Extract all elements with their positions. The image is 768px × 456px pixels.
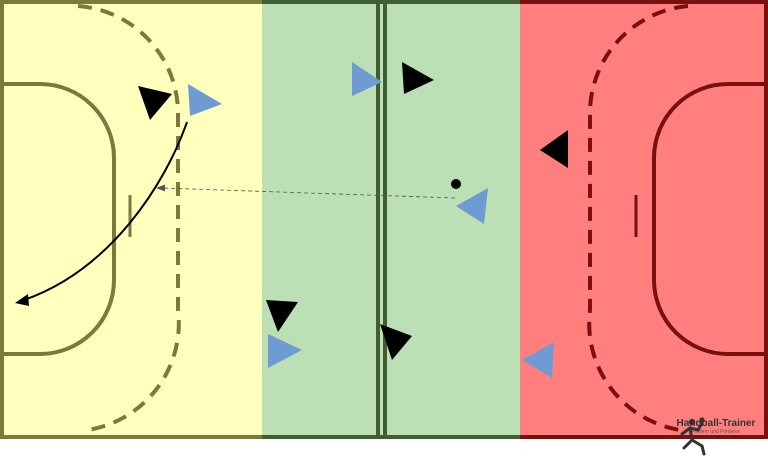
run-path [23, 121, 188, 301]
blue-player-1 [188, 84, 222, 116]
logo-title: Handball-Trainer [676, 418, 756, 429]
black-player-2 [402, 62, 434, 94]
midfield-lines [262, 0, 520, 439]
black-team [138, 62, 568, 360]
blue-player-3 [456, 188, 488, 224]
handball-trainer-logo: Handball-Trainer Fördern und Förderen [670, 416, 762, 456]
run-arrowhead [15, 294, 29, 306]
black-player-5 [380, 324, 412, 360]
left-free-throw-line [77, 4, 181, 432]
right-court-lines [520, 0, 768, 439]
black-player-4 [266, 300, 298, 332]
pass-arrowhead [156, 184, 165, 192]
court-diagram [0, 0, 768, 439]
left-goal-area-line [2, 82, 116, 356]
handball-player-icon [680, 417, 706, 456]
right-border-line [520, 0, 768, 439]
left-border-line [0, 0, 262, 439]
blue-team [188, 62, 554, 378]
blue-player-5 [522, 342, 554, 378]
right-goal-area-line [652, 82, 766, 356]
blue-player-2 [352, 62, 382, 96]
left-court-lines [0, 0, 262, 439]
logo-tagline: Fördern und Förderen [691, 429, 741, 435]
right-free-throw-line [587, 4, 689, 432]
ball-icon [451, 179, 461, 189]
attack-zone [520, 0, 768, 439]
blue-player-4 [268, 334, 302, 368]
black-player-1 [138, 86, 172, 120]
black-player-3 [540, 130, 568, 168]
